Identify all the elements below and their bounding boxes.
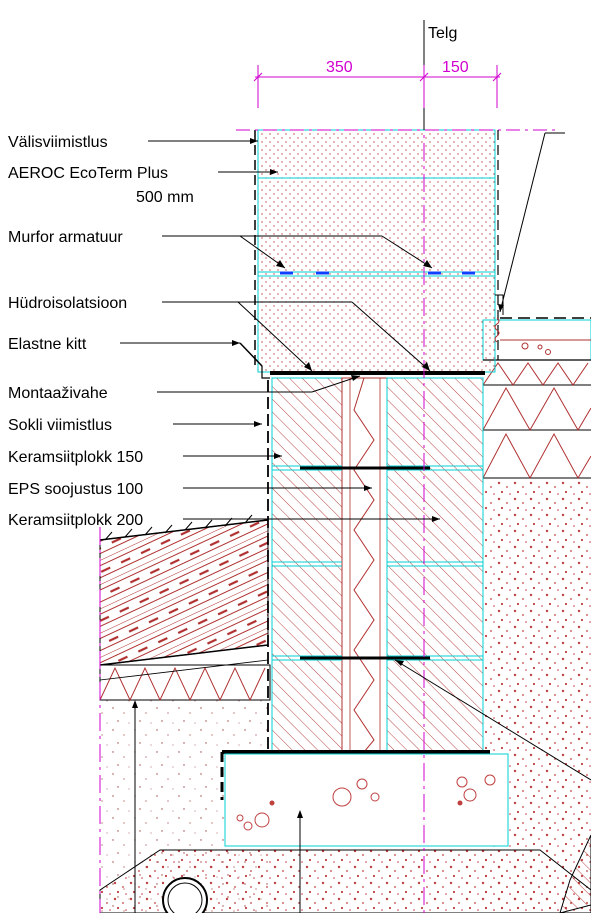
- dimension-right: 150: [442, 59, 469, 76]
- footing: [224, 753, 509, 847]
- label-keramsiit-200: Keramsiitplokk 200: [8, 512, 143, 529]
- label-plinth-finish: Sokli viimistlus: [8, 417, 112, 434]
- label-hydroisolation: Hüdroisolatsioon: [8, 295, 127, 312]
- dimension-left: 350: [326, 59, 353, 76]
- label-murfor: Murfor armatuur: [8, 229, 123, 246]
- footing-aggregate: [236, 774, 496, 831]
- label-installation-gap: Montaaživahe: [8, 385, 108, 402]
- label-aeroc: AEROC EcoTerm Plus: [8, 165, 168, 182]
- footing-dots: [269, 800, 463, 806]
- leader-lines: [120, 132, 591, 913]
- foundation-wall: [220, 377, 490, 800]
- label-keramsiit-150: Keramsiitplokk 150: [8, 449, 143, 466]
- soil-layer: [99, 519, 269, 666]
- label-aeroc-thickness: 500 mm: [136, 189, 194, 206]
- drainage-gravel: [99, 849, 591, 913]
- leader-arrowheads: [132, 138, 504, 818]
- label-eps-insulation: EPS soojustus 100: [8, 481, 143, 498]
- ground-surface-ticks: [104, 514, 253, 541]
- label-exterior-finish: Välisviimistlus: [8, 134, 108, 151]
- axis-label: Telg: [428, 25, 457, 42]
- aeroc-wall: [257, 129, 496, 373]
- dimension-lines: [253, 65, 502, 108]
- gravel-fill-right: [484, 480, 591, 913]
- label-elastic-sealant: Elastne kitt: [8, 336, 87, 353]
